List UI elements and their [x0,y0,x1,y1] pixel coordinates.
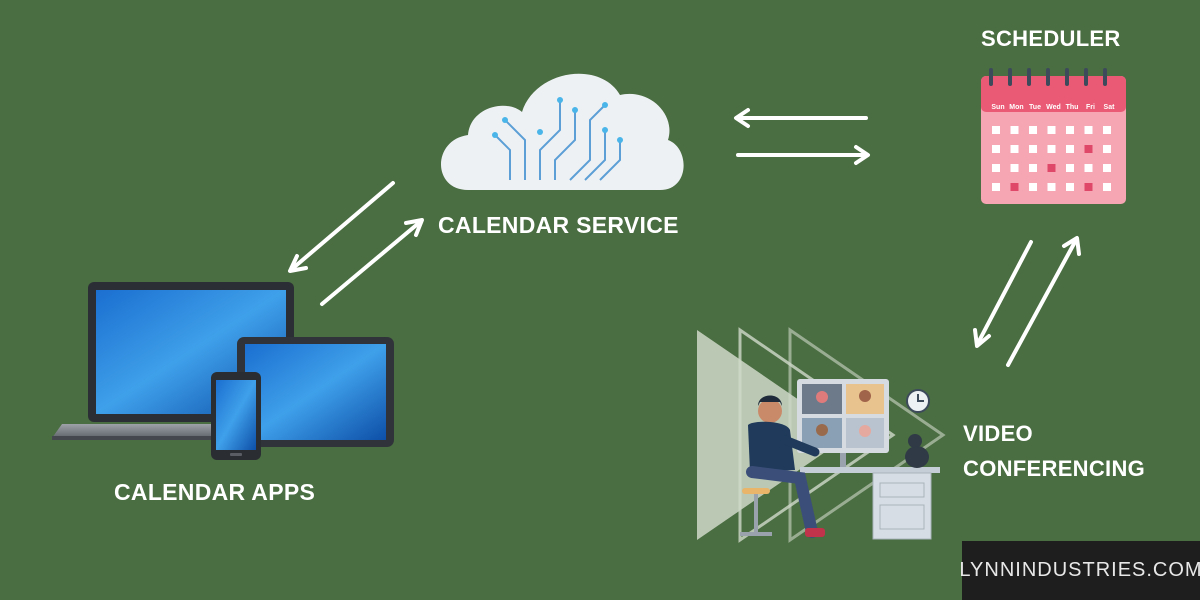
calendar-day-name: Mon [1009,104,1023,111]
calendar-date-cell [1066,164,1074,172]
calendar-service-label: CALENDAR SERVICE [438,212,679,238]
calendar-day-name: Wed [1046,104,1061,111]
calendar-date-cell [1103,164,1111,172]
arrow-scheduler-to-video [973,240,1033,348]
calendar-date-cell [992,164,1000,172]
watermark: LYNNINDUSTRIES.COM [959,541,1200,600]
video-conferencing-label: VIDEO CONFERENCING [963,416,1145,486]
calendar-date-cell [1029,126,1037,134]
calendar-date-cell [992,183,1000,191]
calendar-date-cell [992,126,1000,134]
video-call-person-icon [697,327,946,543]
video-label-line2: CONFERENCING [963,456,1146,481]
calendar-date-cell [1047,183,1056,191]
arrow-video-to-scheduler [1006,236,1081,367]
devices-icon [52,282,394,460]
calendar-date-cell [1084,145,1093,153]
video-label-line1: VIDEO [963,421,1033,446]
cloud-circuit-icon [441,73,684,190]
calendar-date-cell [1066,145,1074,153]
arrow-service-to-apps [288,181,395,273]
calendar-date-cell [1103,126,1111,134]
calendar-date-cell [1010,145,1019,153]
calendar-date-cell [1103,183,1111,191]
calendar-date-cell [1047,126,1056,134]
calendar-date-cell [1010,126,1019,134]
calendar-date-cell [1066,183,1074,191]
calendar-date-cell [1029,164,1037,172]
calendar-date-cell [1029,183,1037,191]
calendar-date-cell [1084,126,1093,134]
calendar-date-cell [1084,183,1093,191]
calendar-date-cell [1029,145,1037,153]
calendar-date-cell [1103,145,1111,153]
calendar-date-cell [1010,164,1019,172]
calendar-date-cell [992,145,1000,153]
calendar-date-cell [1047,145,1056,153]
calendar-day-name: Sun [991,104,1004,111]
arrow-service-to-scheduler [736,145,870,165]
calendar-date-cell [1010,183,1019,191]
calendar-date-cell [1047,164,1056,172]
calendar-apps-label: CALENDAR APPS [114,479,316,505]
calendar-day-name: Tue [1029,104,1041,111]
calendar-date-cell [1084,164,1093,172]
arrow-apps-to-service [320,218,424,306]
calendar-day-name: Sat [1104,104,1116,111]
calendar-icon: Sun Mon Tue Wed Thu Fri Sat [981,68,1126,204]
arrow-scheduler-to-service [734,108,868,128]
scheduler-label: SCHEDULER [981,26,1121,51]
calendar-day-name: Thu [1066,104,1079,111]
calendar-day-name: Fri [1086,104,1095,111]
calendar-date-cell [1066,126,1074,134]
